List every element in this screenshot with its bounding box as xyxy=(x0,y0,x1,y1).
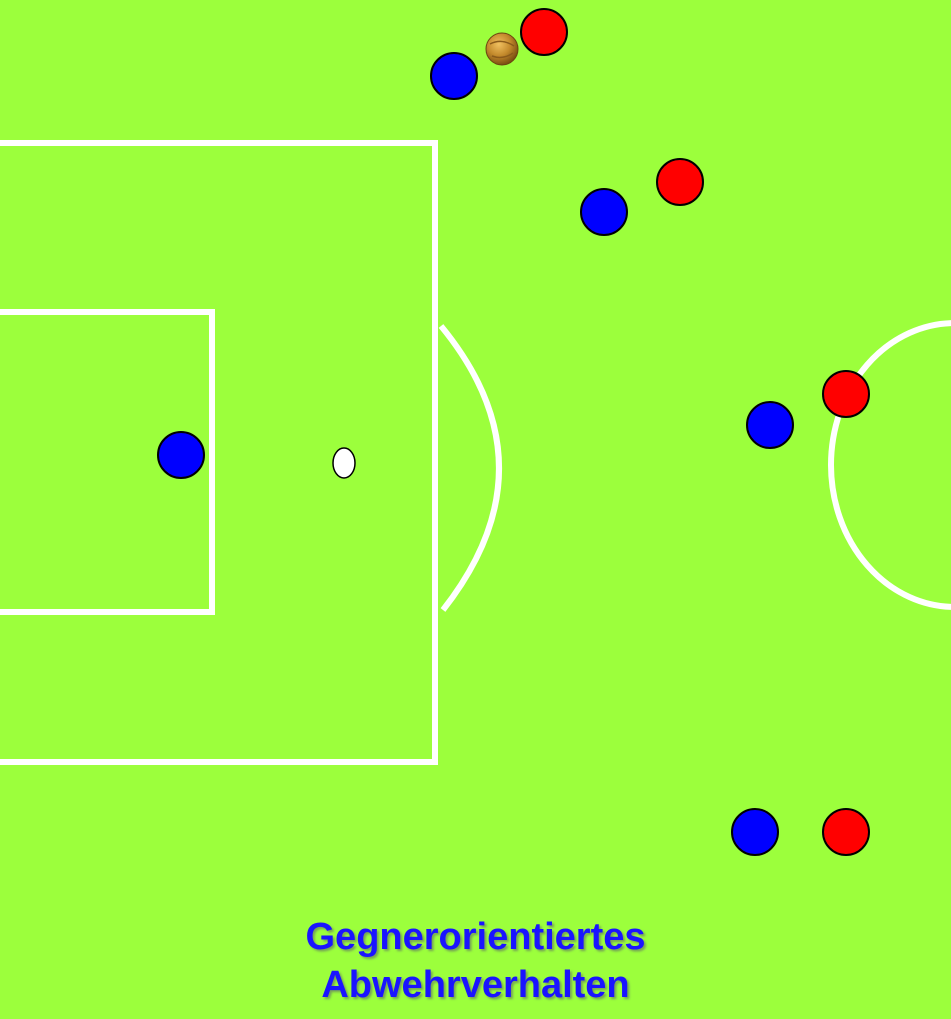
diagram-caption-line-1: Gegnerorientiertes xyxy=(0,914,951,960)
penalty-spot xyxy=(333,448,355,478)
player-red-attacker[interactable] xyxy=(823,371,869,417)
player-blue-defender[interactable] xyxy=(732,809,778,855)
diagram-caption-line-2: Abwehrverhalten xyxy=(0,962,951,1008)
player-blue-goalkeeper[interactable] xyxy=(158,432,204,478)
player-blue-defender[interactable] xyxy=(581,189,627,235)
football-icon[interactable] xyxy=(486,33,518,65)
player-red-attacker[interactable] xyxy=(657,159,703,205)
player-blue-defender[interactable] xyxy=(747,402,793,448)
player-red-attacker[interactable] xyxy=(521,9,567,55)
player-blue-defender[interactable] xyxy=(431,53,477,99)
player-red-attacker[interactable] xyxy=(823,809,869,855)
